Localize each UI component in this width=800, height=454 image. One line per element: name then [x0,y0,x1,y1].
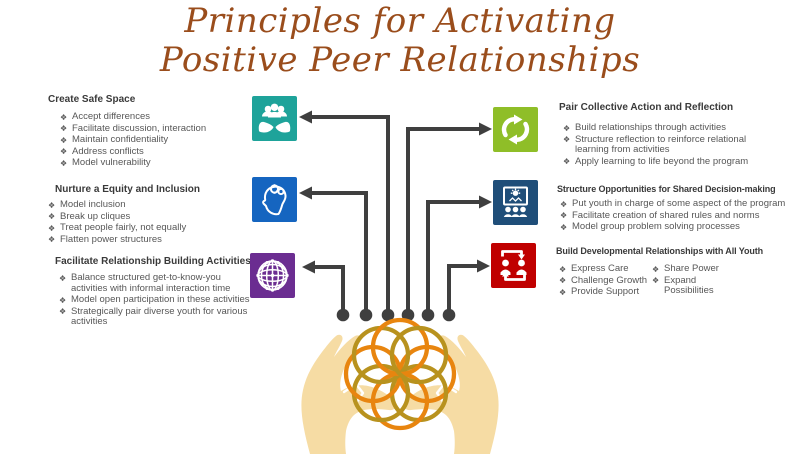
principle-shared-decision-making: Structure Opportunities for Shared Decis… [557,184,800,234]
principle-bullets: Accept differences Facilitate discussion… [59,111,253,169]
principle-relationship-building: Facilitate Relationship Building Activit… [55,256,265,329]
equity-inclusion-icon-tile [252,177,297,222]
list-item: Structure reflection to reinforce relati… [562,134,762,156]
list-item: Model inclusion [47,199,252,210]
relationship-building-icon-tile [250,253,295,298]
principle-bullets: Put youth in charge of some aspect of th… [559,198,799,233]
principle-heading: Create Safe Space [48,94,136,105]
list-item: Put youth in charge of some aspect of th… [559,198,799,209]
list-item: Balance structured get-to-know-you activ… [58,272,253,294]
list-item: Break up cliques [47,211,252,222]
page-title: Principles for Activating Positive Peer … [0,2,800,80]
list-item: Facilitate discussion, interaction [59,123,253,134]
list-item: Strategically pair diverse youth for var… [58,306,253,328]
presentation-idea-icon [503,186,528,217]
page-title-line2: Positive Peer Relationships [159,40,641,80]
list-item: Expand Possibilities [651,275,725,297]
network-globe-icon [256,259,289,292]
mandala-rings [343,317,457,431]
safe-space-icon-tile [252,96,297,141]
decision-making-icon-tile [493,180,538,225]
principle-heading: Pair Collective Action and Reflection [559,102,734,113]
principle-bullet-columns: Express Care Challenge Growth Provide Su… [558,263,796,299]
cycle-arrows-icon [501,114,530,145]
list-item: Share Power [651,263,725,274]
list-item: Treat people fairly, not equally [47,223,252,234]
action-reflection-icon-tile [493,107,538,152]
head-with-gears-icon [262,184,287,216]
list-item: Model vulnerability [59,158,253,169]
list-item: Express Care [558,263,651,274]
list-item: Provide Support [558,287,651,298]
people-exchange-icon [500,250,527,281]
principle-bullets: Build relationships through activities S… [562,122,762,167]
developmental-relationships-icon-tile [491,243,536,288]
list-item: Flatten power structures [47,234,252,245]
principle-action-reflection: Pair Collective Action and Reflection Bu… [559,102,791,168]
principle-bullets-col1: Express Care Challenge Growth Provide Su… [558,263,651,299]
list-item: Challenge Growth [558,275,651,286]
list-item: Apply learning to life beyond the progra… [562,156,762,167]
list-item: Build relationships through activities [562,122,762,133]
principle-heading: Build Developmental Relationships with A… [556,246,764,256]
list-item: Address conflicts [59,146,253,157]
principle-heading: Facilitate Relationship Building Activit… [55,256,251,267]
list-item: Model open participation in these activi… [58,295,253,306]
principle-nurture-equity-inclusion: Nurture a Equity and Inclusion Model inc… [47,184,252,246]
principle-bullets: Balance structured get-to-know-you activ… [58,272,253,328]
list-item: Facilitate creation of shared rules and … [559,210,799,221]
hands-holding-people-icon [258,103,291,133]
principle-heading: Structure Opportunities for Shared Decis… [557,184,776,194]
page-title-line1: Principles for Activating [184,1,616,41]
principle-bullets-col2: Share Power Expand Possibilities [651,263,725,299]
principle-bullets: Model inclusion Break up cliques Treat p… [47,199,252,245]
list-item: Maintain confidentiality [59,135,253,146]
list-item: Model group problem solving processes [559,222,799,233]
principle-create-safe-space: Create Safe Space Accept differences Fac… [48,94,253,170]
principle-developmental-relationships: Build Developmental Relationships with A… [556,246,796,299]
list-item: Accept differences [59,111,253,122]
principle-heading: Nurture a Equity and Inclusion [55,184,201,195]
